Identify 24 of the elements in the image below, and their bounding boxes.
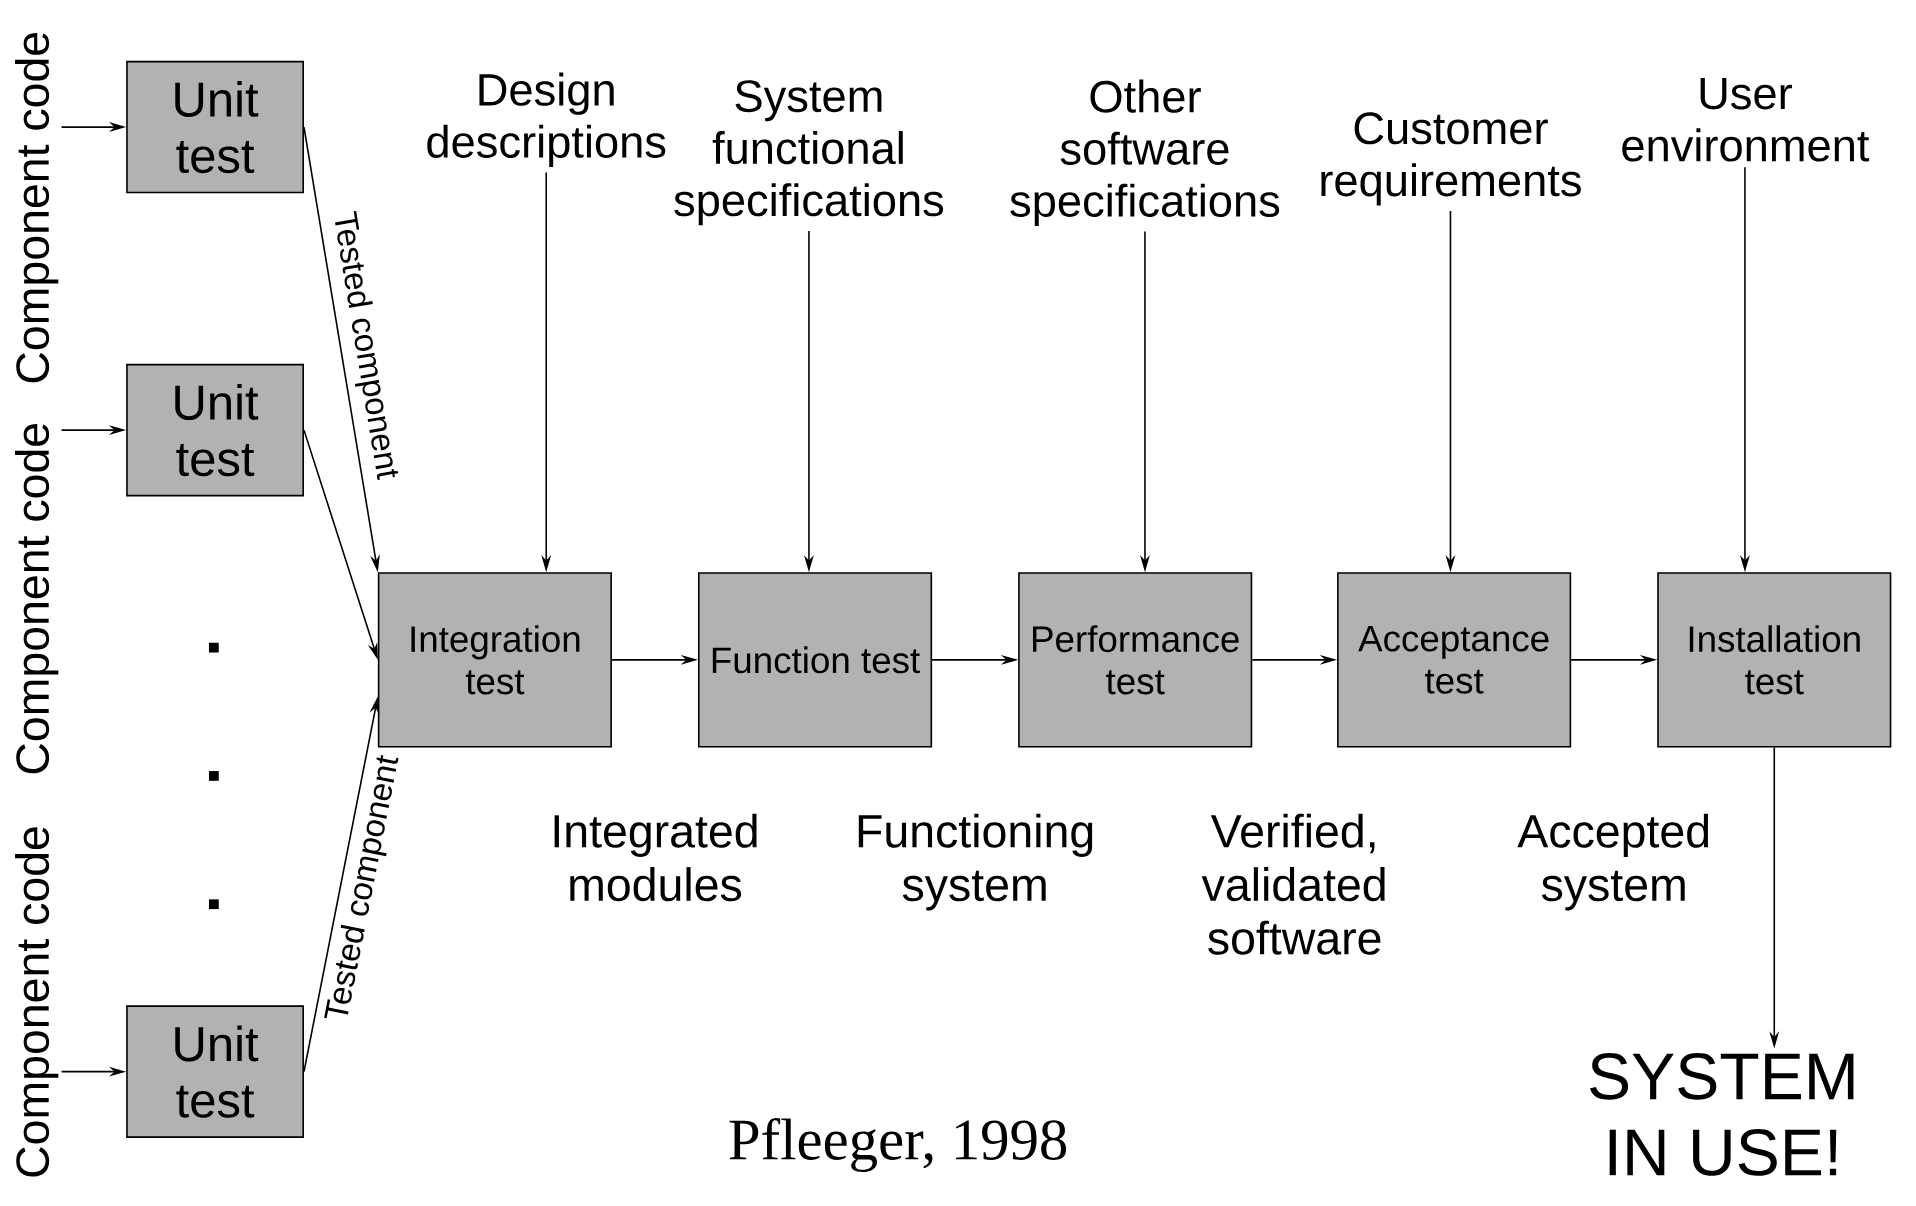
input-label: Component code: [15, 423, 59, 774]
input-label: System functional specifications: [674, 80, 944, 226]
output-label: SYSTEM IN USE!: [1590, 1053, 1854, 1176]
edge-label: Functioning system: [858, 813, 1093, 911]
input-label: Other software specifications: [1010, 79, 1280, 226]
edge-label: Tested component: [324, 755, 399, 1019]
input-label: Component code: [15, 827, 59, 1177]
input-label: Design descriptions: [427, 72, 666, 167]
edge-label: Accepted system: [1517, 813, 1709, 911]
process-box: Acceptance test: [1337, 572, 1572, 748]
edge-label: Verified, validated software: [1201, 813, 1385, 955]
process-box: Function test: [697, 572, 933, 748]
process-box: Unit test: [126, 1005, 304, 1138]
process-box: Installation test: [1657, 572, 1892, 748]
edge-label: Tested component: [335, 210, 399, 481]
citation-text: Pfleeger, 1998: [729, 1117, 1067, 1172]
input-label: Component code: [15, 32, 59, 383]
process-box: Unit test: [126, 363, 304, 497]
input-label: User environment: [1622, 77, 1870, 162]
process-box: Unit test: [126, 60, 304, 194]
process-box: Integration test: [377, 572, 612, 748]
edge-label: Integrated modules: [554, 813, 757, 902]
process-box: Performance test: [1018, 572, 1253, 748]
input-label: Customer requirements: [1321, 112, 1581, 206]
